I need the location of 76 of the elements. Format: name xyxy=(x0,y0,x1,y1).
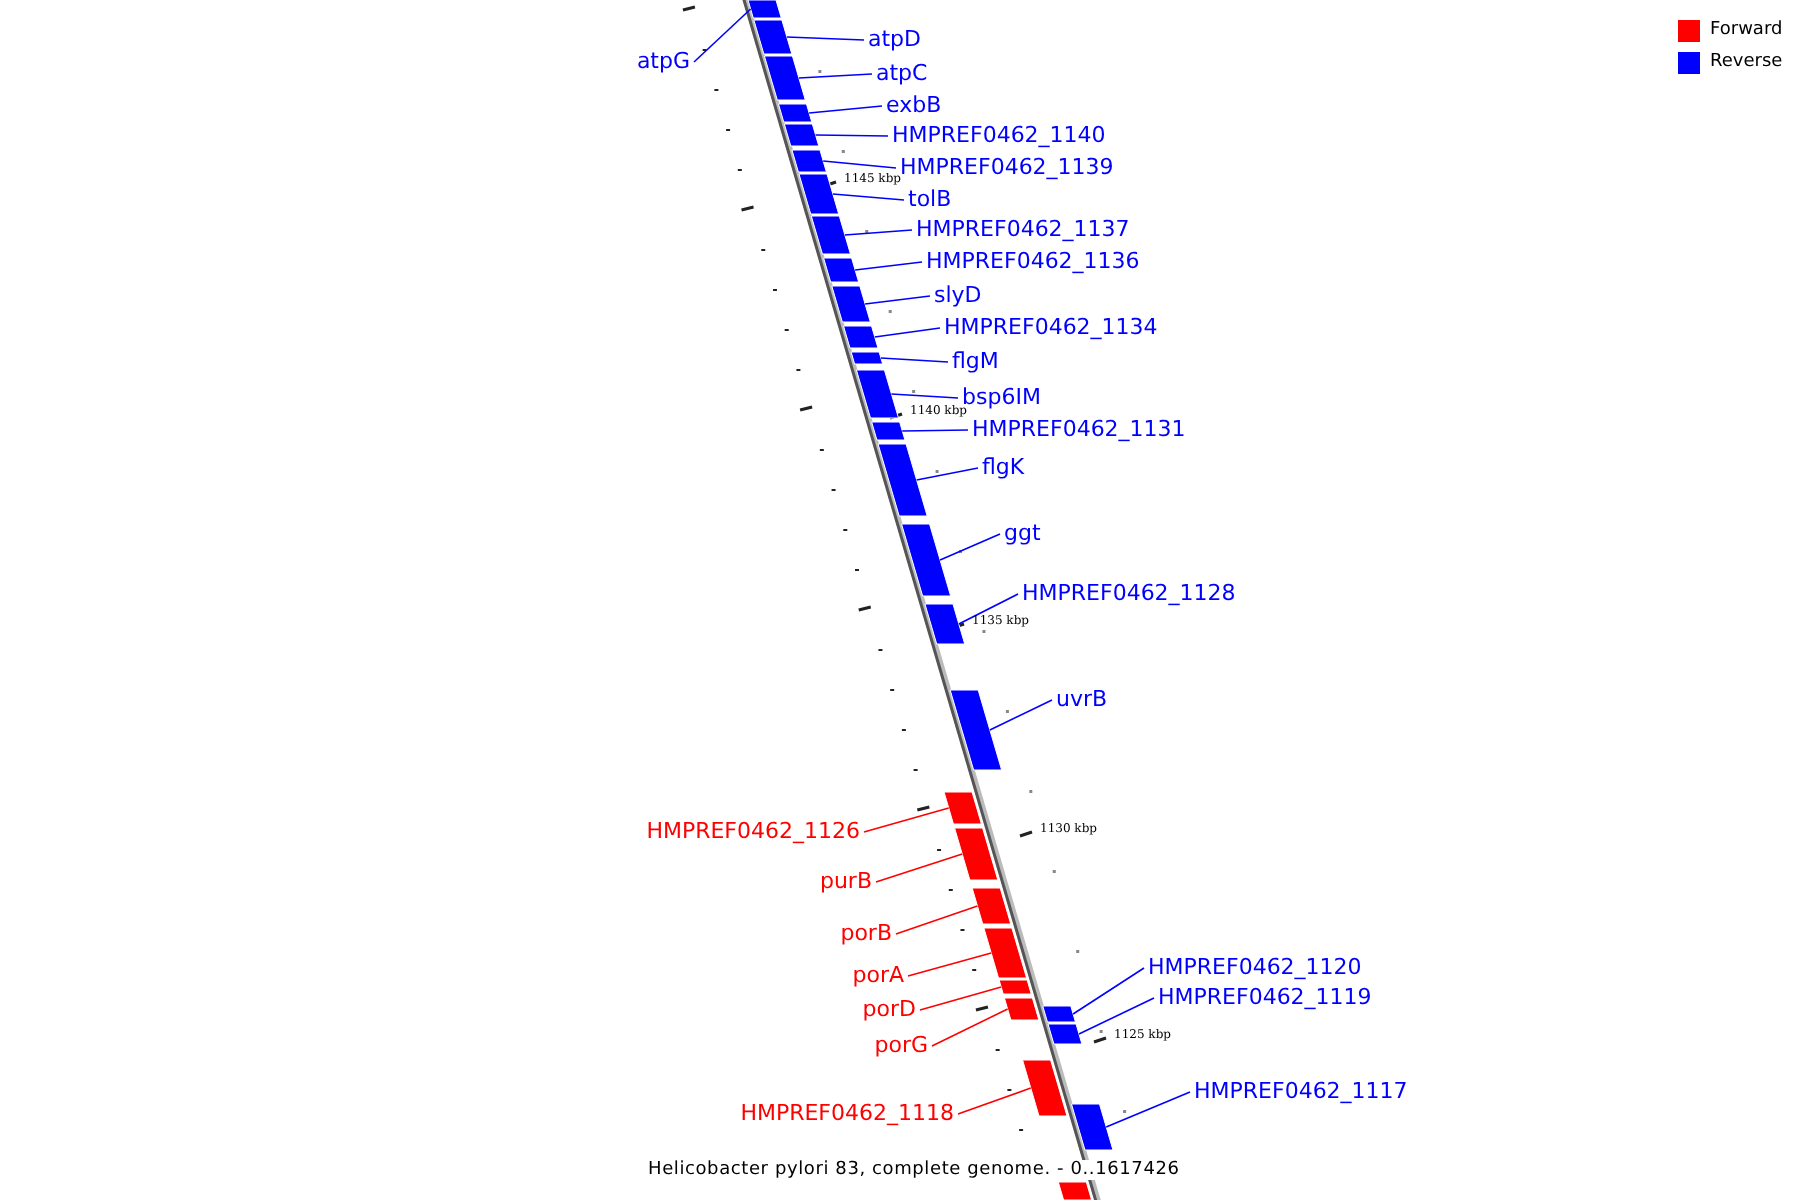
gene-block xyxy=(924,603,966,645)
gene-block xyxy=(1070,1103,1114,1151)
leader-line xyxy=(931,1008,1009,1047)
gene-block xyxy=(843,325,879,349)
gene-block xyxy=(823,257,860,283)
leader-line xyxy=(939,533,1001,561)
gene-label: HMPREF0462_1126 xyxy=(646,818,860,844)
gene-block xyxy=(949,689,1003,771)
leader-line xyxy=(958,593,1019,625)
leader-line xyxy=(786,36,865,41)
leader-line xyxy=(907,952,993,977)
gene-block xyxy=(783,123,820,147)
gene-block xyxy=(901,523,952,597)
gene-block xyxy=(831,285,871,323)
leader-line xyxy=(822,160,897,169)
leader-line xyxy=(693,8,752,63)
gene-label: HMPREF0462_1118 xyxy=(740,1100,954,1126)
gene-label: slyD xyxy=(934,282,982,308)
gene-label: purB xyxy=(819,868,872,894)
gene-label: flgK xyxy=(982,454,1025,480)
gene-label: HMPREF0462_1120 xyxy=(1148,954,1362,980)
leader-line xyxy=(957,1087,1032,1115)
gene-label: ggt xyxy=(1004,520,1041,546)
gene-block xyxy=(1022,1059,1068,1117)
leader-line xyxy=(873,327,941,338)
leader-line xyxy=(915,467,979,481)
gene-label: atpG xyxy=(636,48,690,74)
gene-label: HMPREF0462_1140 xyxy=(892,122,1106,148)
gene-label: exbB xyxy=(886,92,942,118)
leader-line xyxy=(890,393,959,399)
legend-label: Reverse xyxy=(1710,50,1783,74)
gene-label: atpD xyxy=(868,26,922,52)
caption: Helicobacter pylori 83, complete genome. - 0..1617426 xyxy=(644,1160,1184,1180)
gene-label: HMPREF0462_1139 xyxy=(900,154,1114,180)
leader-line xyxy=(919,986,1002,1011)
gene-label: porD xyxy=(862,996,916,1022)
leader-line xyxy=(808,105,883,114)
leader-line xyxy=(895,905,979,935)
gene-label: HMPREF0462_1131 xyxy=(972,416,1186,442)
legend-label: Forward xyxy=(1710,18,1783,42)
gene-label: HMPREF0462_1137 xyxy=(916,216,1130,242)
gene-label: HMPREF0462_1128 xyxy=(1022,580,1236,606)
gene-label: HMPREF0462_1136 xyxy=(926,248,1140,274)
leader-line xyxy=(1105,1091,1191,1128)
leader-line xyxy=(844,229,913,236)
leader-line xyxy=(880,357,949,363)
leader-line xyxy=(814,134,889,137)
gene-block xyxy=(1003,997,1040,1021)
gene-label: bsp6IM xyxy=(962,384,1041,410)
gene-label: HMPREF0462_1119 xyxy=(1158,984,1372,1010)
gene-block xyxy=(1042,1005,1076,1023)
leader-line xyxy=(854,261,923,271)
gene-label: atpC xyxy=(876,60,928,86)
gene-label: HMPREF0462_1134 xyxy=(944,314,1158,340)
leader-line xyxy=(864,295,931,305)
gene-block xyxy=(971,887,1012,925)
gene-label: porA xyxy=(852,962,904,988)
gene-label: flgM xyxy=(952,348,999,374)
leader-line xyxy=(989,699,1053,731)
leader-line xyxy=(1072,967,1145,1015)
gene-block xyxy=(810,215,851,255)
gene-block xyxy=(1047,1023,1083,1045)
leader-line xyxy=(901,429,969,432)
gene-block xyxy=(943,791,982,825)
gene-block xyxy=(954,827,999,881)
gene-label: porG xyxy=(874,1032,928,1058)
gene-block xyxy=(850,351,884,365)
leader-line xyxy=(832,193,905,201)
leader-line xyxy=(863,807,950,833)
leader-line xyxy=(875,853,963,883)
leader-line xyxy=(798,73,873,79)
gene-label: tolB xyxy=(908,186,952,212)
gene-label: porB xyxy=(840,920,892,946)
gene-label: HMPREF0462_1117 xyxy=(1194,1078,1408,1104)
gene-label: uvrB xyxy=(1056,686,1108,712)
leader-line xyxy=(1078,997,1155,1035)
